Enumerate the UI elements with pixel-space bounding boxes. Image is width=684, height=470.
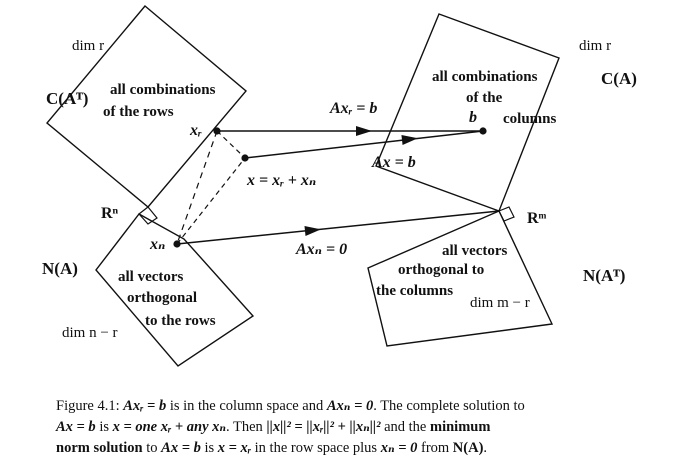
arrow-axr-b-head	[356, 126, 372, 136]
xr-label: xᵣ	[189, 122, 202, 139]
right-angle-marker-right	[498, 206, 515, 222]
point-b	[479, 127, 487, 135]
nullspace-desc-line3: to the rows	[145, 313, 216, 329]
ax-eq-label: Ax = b	[371, 154, 416, 171]
x-sum-label: x = xᵣ + xₙ	[246, 172, 316, 189]
caption-line-1: Figure 4.1: Axᵣ = b is in the column spa…	[56, 398, 525, 414]
left-nullspace-square	[367, 210, 554, 347]
xn-label: xₙ	[149, 236, 165, 253]
rm-label: Rᵐ	[527, 210, 547, 227]
left-nullspace-name: N(Aᵀ)	[583, 266, 625, 285]
right-angle-marker-left	[138, 206, 158, 225]
column-space-desc-line2: of the	[466, 90, 503, 106]
point-xn	[173, 240, 181, 248]
nullspace-square	[95, 213, 255, 367]
column-space-dim-label: dim r	[579, 38, 611, 54]
left-nullspace-dim-label: dim m − r	[470, 295, 530, 311]
axn-eq-label: Axₙ = 0	[295, 241, 347, 258]
b-label: b	[469, 109, 477, 126]
left-nullspace-desc-line3: the columns	[376, 283, 453, 299]
nullspace-desc-line1: all vectors	[118, 269, 184, 285]
dashed-xr-to-xn	[176, 130, 218, 245]
caption-line-3: norm solution to Ax = b is x = xᵣ in the…	[56, 440, 488, 456]
rn-label: Rⁿ	[101, 205, 119, 222]
four-subspaces-diagram: dim r C(Aᵀ) all combinations of the rows…	[42, 5, 637, 367]
row-space-dim-label: dim r	[72, 38, 104, 54]
row-space-desc-line1: all combinations	[110, 82, 216, 98]
arrow-ax-b-head	[401, 135, 418, 145]
nullspace-desc-line2: orthogonal	[127, 290, 197, 306]
arrow-axn-0	[176, 210, 500, 245]
figure-caption: Figure 4.1: Axᵣ = b is in the column spa…	[56, 396, 666, 459]
dashed-xr-to-x	[216, 130, 246, 159]
caption-line-2: Ax = b is x = one xᵣ + any xₙ. Then ||x|…	[56, 419, 491, 435]
dashed-xn-to-x	[176, 157, 246, 245]
column-space-desc-line3: columns	[503, 111, 557, 127]
point-x	[241, 154, 249, 162]
nullspace-name: N(A)	[42, 259, 78, 278]
axr-eq-label: Axᵣ = b	[329, 100, 377, 117]
left-nullspace-desc-line2: orthogonal to	[398, 262, 484, 278]
point-xr	[213, 127, 221, 135]
arrow-axn-0-head	[304, 226, 321, 236]
nullspace-dim-label: dim n − r	[62, 325, 118, 341]
column-space-desc-line1: all combinations	[432, 69, 538, 85]
arrow-ax-b	[244, 130, 484, 159]
column-space-name: C(A)	[601, 69, 637, 88]
row-space-name: C(Aᵀ)	[46, 89, 88, 108]
left-nullspace-desc-line1: all vectors	[442, 243, 508, 259]
row-space-desc-line2: of the rows	[103, 104, 174, 120]
